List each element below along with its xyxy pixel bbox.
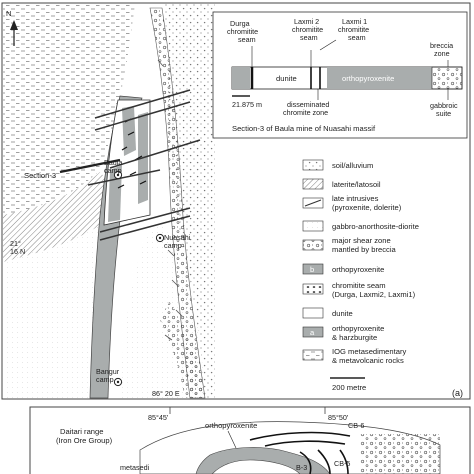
bangur-camp-marker bbox=[113, 377, 123, 387]
section-inset: dunite orthopyroxenite Durga chromitite … bbox=[212, 11, 468, 139]
legend-chromitite-text-2: (Durga, Laxmi2, Laxmi1) bbox=[332, 290, 416, 299]
legend-chromitite-text-1: chromitite seam bbox=[332, 281, 386, 290]
map-scale-bar: 200 metre bbox=[330, 377, 366, 392]
shear-fragments bbox=[157, 59, 183, 341]
panel-b-cb3-label: B-3 bbox=[296, 463, 307, 472]
soil-region bbox=[165, 4, 215, 398]
legend-opx-b-letter: b bbox=[310, 265, 314, 274]
laxmi2-label-2: chromitite bbox=[292, 25, 323, 34]
legend-opx-a-swatch bbox=[302, 326, 324, 338]
laxmi1-label-1: Laxmi 1 bbox=[342, 17, 367, 26]
disseminated-label-2: chromite zone bbox=[283, 108, 328, 117]
nuasahi-camp-label: camp bbox=[164, 241, 182, 250]
laxmi1-label-3: seam bbox=[348, 33, 366, 42]
breccia-label-1: breccia bbox=[430, 41, 453, 50]
panel-b-metased-label: metasedi bbox=[120, 463, 150, 472]
panel-a-label: (a) bbox=[452, 388, 463, 398]
longitude-label: 86° 20 E bbox=[152, 389, 180, 398]
north-label: N bbox=[6, 9, 11, 18]
gabbroic-label-2: suite bbox=[436, 109, 451, 118]
legend-dunite-swatch bbox=[302, 307, 324, 319]
panel-b-grey-band bbox=[195, 447, 331, 474]
shear-zone-lower bbox=[160, 300, 205, 398]
section-scale-label: 21.875 m bbox=[232, 100, 262, 109]
legend-iog-swatch bbox=[302, 349, 324, 361]
legend-shear-text-2: mantled by breccia bbox=[332, 245, 397, 254]
legend-late-intrusive-text-1: late intrusives bbox=[332, 194, 379, 203]
iog-region bbox=[3, 4, 135, 215]
disseminated-label-1: disseminated bbox=[287, 100, 329, 109]
panel-b-lon-1: 85°45' bbox=[148, 413, 169, 422]
laxmi1-label-2: chromitite bbox=[338, 25, 369, 34]
legend-gabbro-swatch bbox=[302, 220, 324, 232]
panel-b-lon-2: 85°50' bbox=[328, 413, 349, 422]
nuasahi-label: Nuasahi bbox=[164, 233, 191, 242]
durga-label-3: seam bbox=[238, 35, 256, 44]
baula-camp-label: camp bbox=[104, 166, 122, 175]
legend-opx-b-text: orthopyroxenite bbox=[332, 265, 384, 274]
section-caption: Section-3 of Baula mine of Nuasahi massi… bbox=[232, 124, 376, 133]
panel-b-breccia bbox=[360, 434, 440, 474]
legend-late-intrusive-text-2: (pyroxenite, dolerite) bbox=[332, 203, 402, 212]
gabbro-region-left bbox=[3, 225, 100, 398]
legend-laterite-swatch bbox=[302, 178, 324, 190]
legend-iog-text-1: IOG metasedimentary bbox=[332, 347, 406, 356]
durga-label-2: chromitite bbox=[227, 27, 258, 36]
legend-shear-text-1: major shear zone bbox=[332, 236, 391, 245]
daitari-label-2: (Iron Ore Group) bbox=[56, 436, 113, 445]
gabbroic-label-1: gabbroic bbox=[430, 101, 458, 110]
bangur-camp-label: camp bbox=[96, 375, 114, 384]
north-arrow: N bbox=[6, 9, 18, 46]
nuasahi-camp-marker bbox=[155, 233, 165, 243]
section-3-label: Section-3 bbox=[24, 171, 56, 180]
baula-camp-marker bbox=[113, 170, 123, 180]
baula-label: Baula bbox=[104, 158, 122, 167]
panel-b-chromite-seams bbox=[249, 431, 351, 474]
laxmi2-label-3: seam bbox=[300, 33, 318, 42]
section-dunite-label: dunite bbox=[276, 74, 297, 83]
daitari-label-1: Daitari range bbox=[60, 427, 103, 436]
late-intrusive-dykes bbox=[87, 89, 201, 241]
section-opx-label: orthopyroxenite bbox=[342, 74, 394, 83]
durga-label-1: Durga bbox=[230, 19, 250, 28]
legend-soil-swatch bbox=[302, 159, 324, 171]
laterite-region bbox=[3, 172, 112, 262]
legend-soil-text: soil/alluvium bbox=[332, 161, 373, 170]
panel-b-cb5-label: CB-5 bbox=[334, 459, 350, 468]
legend-gabbro-text: gabbro-anorthosite-diorite bbox=[332, 222, 419, 231]
panel-b-cb6-label: CB-6 bbox=[348, 421, 364, 430]
legend-chromitite-swatch bbox=[302, 283, 324, 295]
legend-laterite-text: laterite/latosoil bbox=[332, 180, 381, 189]
latitude-degree: 21° bbox=[10, 239, 21, 248]
bangur-label: Bangur bbox=[96, 367, 120, 376]
section-opx-left bbox=[232, 67, 250, 89]
legend: soil/alluvium laterite/latosoil late int… bbox=[302, 159, 419, 365]
laxmi2-label-1: Laxmi 2 bbox=[294, 17, 319, 26]
legend-opx-a-text-2: & harzburgite bbox=[332, 333, 377, 342]
legend-shear-swatch bbox=[302, 239, 324, 251]
panel-b-opx-label: orthopyroxenite bbox=[205, 421, 257, 430]
section-breccia-zone bbox=[431, 66, 463, 90]
legend-iog-text-2: & metavolcanic rocks bbox=[332, 356, 404, 365]
section-3-line bbox=[59, 158, 121, 174]
legend-opx-b-swatch bbox=[302, 263, 324, 275]
breccia-label-2: zone bbox=[434, 49, 450, 58]
legend-opx-a-text-1: orthopyroxenite bbox=[332, 324, 384, 333]
section-opx-main bbox=[327, 67, 432, 89]
legend-dunite-text: dunite bbox=[332, 309, 353, 318]
legend-opx-a-letter: a bbox=[310, 328, 315, 337]
map-scale-label: 200 metre bbox=[332, 383, 366, 392]
latitude-minutes: 16 N bbox=[10, 247, 25, 256]
